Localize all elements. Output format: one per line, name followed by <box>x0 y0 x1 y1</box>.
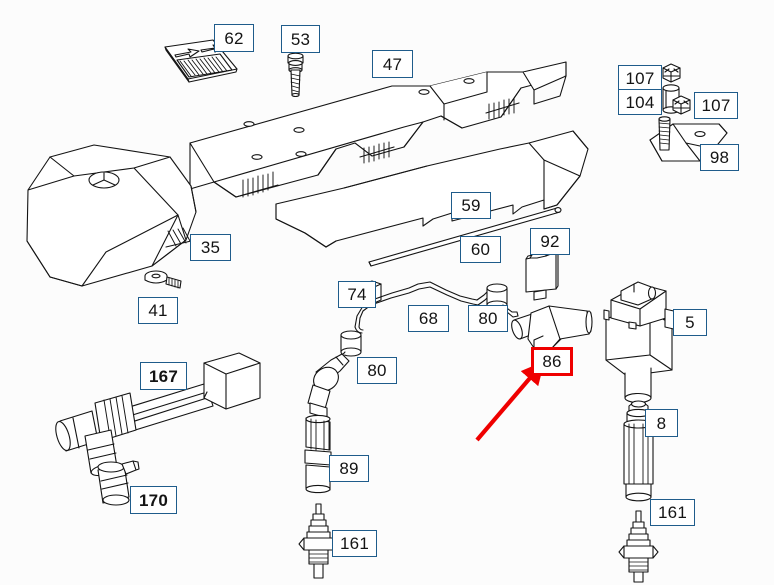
part-ignition-coil-5 <box>603 281 679 404</box>
part-screw-41 <box>144 270 182 289</box>
callout-80b[interactable]: 80 <box>357 357 397 384</box>
callout-161b[interactable]: 161 <box>650 499 695 526</box>
callout-59[interactable]: 59 <box>451 192 491 219</box>
callout-104[interactable]: 104 <box>618 89 662 115</box>
callout-86[interactable]: 86 <box>531 347 573 376</box>
callout-8[interactable]: 8 <box>645 409 678 437</box>
part-lower-cover-59 <box>275 130 589 248</box>
callout-170[interactable]: 170 <box>130 486 177 514</box>
part-spark-plug-boot-89 <box>304 353 350 494</box>
callout-68[interactable]: 68 <box>408 305 449 332</box>
callout-60[interactable]: 60 <box>460 236 501 263</box>
callout-167[interactable]: 167 <box>140 362 187 390</box>
callout-161a[interactable]: 161 <box>332 530 377 557</box>
callout-89[interactable]: 89 <box>329 455 369 482</box>
callout-107a[interactable]: 107 <box>618 65 662 91</box>
part-hexnut-107-upper <box>662 63 681 83</box>
callout-98[interactable]: 98 <box>700 144 739 171</box>
part-hexnut-107-lower <box>672 95 691 115</box>
callout-92[interactable]: 92 <box>530 228 570 255</box>
callout-74[interactable]: 74 <box>338 281 376 308</box>
callout-53[interactable]: 53 <box>281 25 320 53</box>
part-spark-plug-161-right <box>618 510 659 583</box>
part-engine-cover-35 <box>26 144 197 287</box>
callout-80a[interactable]: 80 <box>468 305 508 332</box>
callout-35[interactable]: 35 <box>190 234 231 261</box>
callout-62[interactable]: 62 <box>214 24 254 52</box>
part-upper-cover-47 <box>189 61 567 198</box>
callout-47[interactable]: 47 <box>372 50 413 78</box>
callout-5[interactable]: 5 <box>673 309 707 336</box>
callout-107b[interactable]: 107 <box>694 92 738 119</box>
part-plug-boot-8 <box>623 400 654 502</box>
part-cable-assembly-167 <box>55 352 261 477</box>
part-stud-53 <box>287 52 304 98</box>
part-end-connector-170 <box>97 460 140 506</box>
callout-41[interactable]: 41 <box>138 297 178 324</box>
